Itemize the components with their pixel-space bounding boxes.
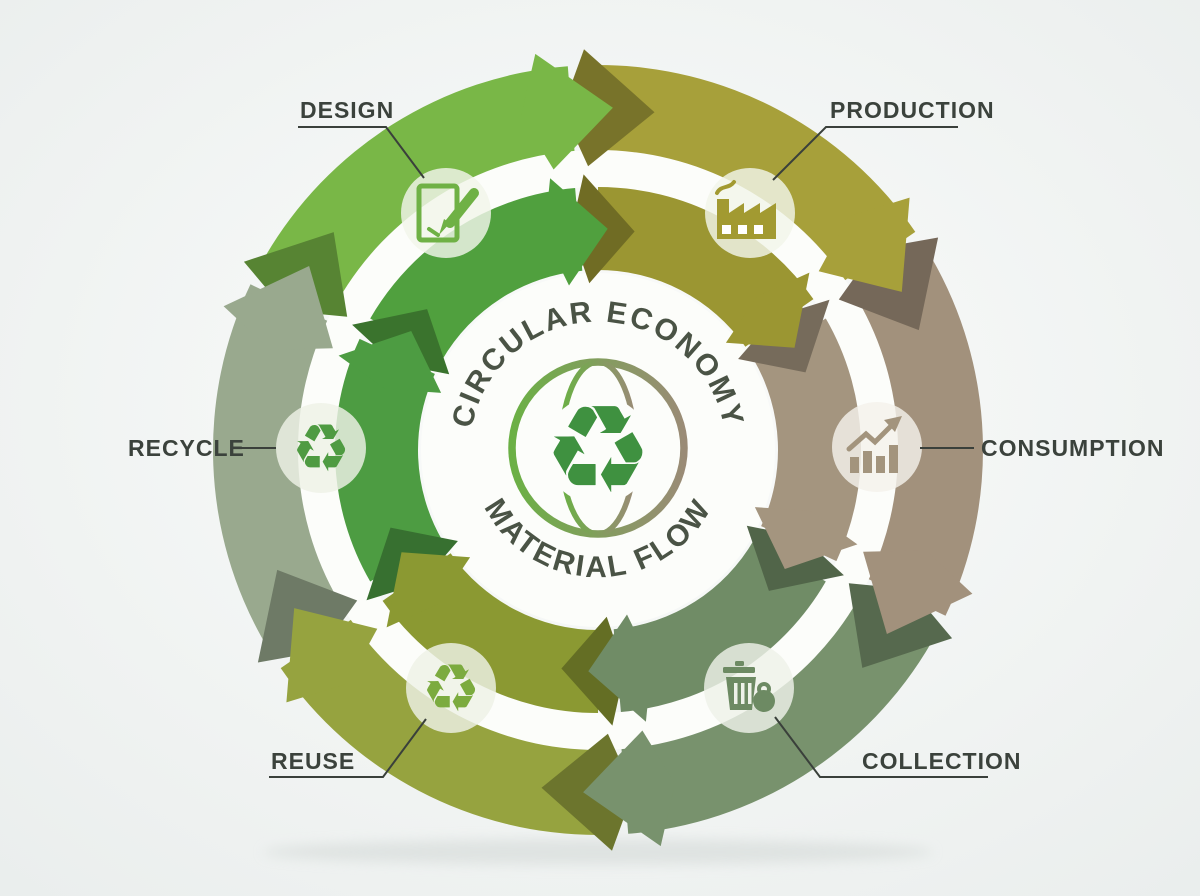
stage-marker-recycle: ♻ (276, 403, 366, 493)
recycle-arrows-icon: ♻ (291, 410, 350, 487)
callout-production: PRODUCTION (772, 97, 995, 181)
ground-shadow (263, 839, 933, 865)
arrow-segment (753, 318, 862, 562)
recycle-arrows-icon: ♻ (421, 650, 480, 727)
label-reuse: REUSE (271, 748, 355, 774)
callout-recycle: RECYCLE (128, 435, 276, 461)
icon-halo (276, 403, 366, 493)
label-collection: COLLECTION (862, 748, 1022, 774)
arrow-segment (213, 284, 339, 643)
callout-design: DESIGN (298, 97, 425, 179)
arrow-segment (334, 338, 443, 582)
label-design: DESIGN (300, 97, 394, 123)
arrow-head (521, 53, 613, 170)
stage-marker-reuse: ♻ (406, 643, 496, 733)
leader-line (298, 126, 425, 179)
stage-marker-collection (704, 643, 794, 733)
arrow-head (754, 507, 858, 569)
factory-icon (715, 180, 776, 239)
icon-halo (406, 643, 496, 733)
arrow-head (386, 552, 471, 628)
emblem-backdrop (544, 396, 652, 504)
waste-bin-icon (723, 661, 775, 712)
arrow-head (223, 266, 333, 350)
labels: DESIGN PRODUCTION CONSUMPTION COLLECTION… (128, 97, 1165, 778)
arrow-head (286, 608, 378, 703)
icon-halo (832, 402, 922, 492)
arrow-head (338, 331, 442, 393)
stage-marker-consumption (832, 402, 922, 492)
recycle-symbol-icon: ♻ (543, 379, 652, 521)
leader-line (269, 718, 427, 778)
arrow-head (544, 178, 608, 286)
callout-consumption: CONSUMPTION (920, 435, 1165, 461)
label-production: PRODUCTION (830, 97, 995, 123)
stage-marker-design (401, 168, 491, 258)
label-consumption: CONSUMPTION (981, 435, 1165, 461)
callout-reuse: REUSE (269, 718, 427, 778)
document-pencil-icon (416, 183, 479, 243)
leader-line (772, 126, 958, 181)
leader-line (774, 716, 988, 778)
callout-collection: COLLECTION (774, 716, 1022, 778)
label-recycle: RECYCLE (128, 435, 245, 461)
arrow-head (725, 272, 810, 348)
arrow-head (818, 197, 910, 292)
stage-marker-production (705, 168, 795, 258)
stage-markers: ♻ ♻ (276, 168, 922, 733)
icon-halo (401, 168, 491, 258)
inner-arrow-ring (334, 174, 862, 726)
arrow-head (588, 614, 652, 722)
arrow-head (583, 730, 675, 847)
arrow-head (863, 550, 973, 634)
growth-chart-icon (846, 416, 902, 473)
